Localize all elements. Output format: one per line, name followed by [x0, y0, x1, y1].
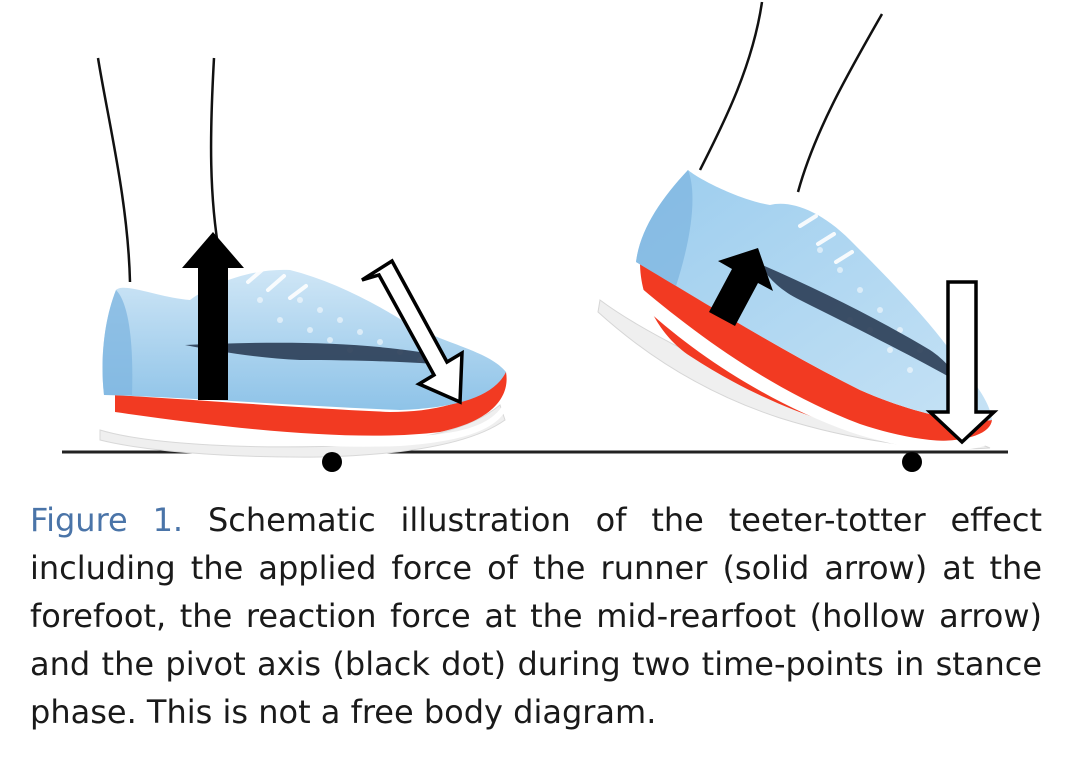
- solid-arrow-applied-force-right: [709, 248, 773, 326]
- hollow-arrow-reaction-force-right: [925, 280, 999, 445]
- heel-counter-right: [636, 170, 693, 286]
- swoosh: [185, 342, 456, 366]
- laces-right: [798, 214, 854, 264]
- pivot-dot-left: [322, 452, 342, 472]
- figure-caption: Figure 1. Schematic illustration of the …: [30, 496, 1042, 736]
- panel-heel-raised: [597, 1, 999, 472]
- leg-outline-right: [698, 1, 764, 171]
- leg-outline-right-2: [796, 13, 884, 193]
- panel-foot-flat: [96, 57, 508, 472]
- hollow-arrow-reaction-force: [361, 258, 464, 405]
- heel-counter: [102, 290, 133, 395]
- caption-text: Schematic illustration of the teeter-tot…: [30, 501, 1043, 731]
- figure-label: Figure 1.: [30, 501, 184, 539]
- pivot-dot-right: [902, 452, 922, 472]
- midsole-band: [104, 390, 508, 447]
- swoosh-right: [760, 264, 958, 382]
- midsole: [115, 372, 507, 436]
- laces: [246, 268, 308, 300]
- midsole-band-right: [628, 280, 994, 451]
- leg-outline-left: [96, 57, 132, 283]
- solid-arrow-applied-force: [182, 232, 244, 400]
- teeter-totter-figure: [62, 1, 1008, 472]
